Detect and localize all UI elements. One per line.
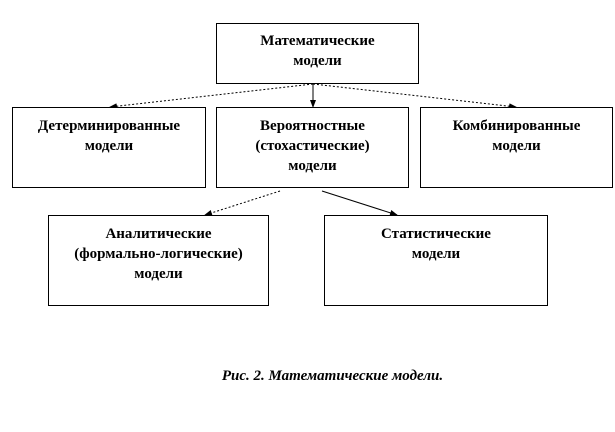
node-analytical-models: Аналитические (формально-логические) мод… <box>48 215 269 306</box>
arrow-probabilistic-to-analytical <box>204 190 281 216</box>
combined-node-line-1: Комбинированные <box>452 118 581 134</box>
arrow-root-to-deterministic <box>109 83 314 110</box>
node-deterministic-models: Детерминированные модели <box>12 107 206 188</box>
arrow-probabilistic-to-statistical <box>321 190 398 216</box>
node-statistical-models: Статистические модели <box>324 215 548 306</box>
probabilistic-node-line-1: Вероятностные <box>260 118 365 134</box>
root-node-line-1: Математические <box>260 33 375 49</box>
probabilistic-node-line-3: модели <box>288 158 337 174</box>
deterministic-node-line-2: модели <box>84 138 134 154</box>
node-probabilistic-models: Вероятностные (стохастические) модели <box>216 107 409 188</box>
probabilistic-node-line-2: (стохастические) <box>255 138 370 154</box>
analytical-node-line-2: (формально-логические) <box>74 246 243 262</box>
statistical-node-line-1: Статистические <box>381 226 491 242</box>
root-node-mathematical-models: Математические модели <box>216 23 419 84</box>
deterministic-node-line-1: Детерминированные <box>37 118 181 134</box>
figure-caption: Рис. 2. Математические модели. <box>221 368 444 384</box>
arrow-root-to-combined <box>312 83 517 110</box>
statistical-node-line-2: модели <box>411 246 461 262</box>
analytical-node-line-3: модели <box>134 266 183 282</box>
analytical-node-line-1: Аналитические <box>105 226 212 242</box>
node-combined-models: Комбинированные модели <box>420 107 613 188</box>
combined-node-line-2: модели <box>492 138 541 154</box>
root-node-line-2: модели <box>293 53 342 69</box>
